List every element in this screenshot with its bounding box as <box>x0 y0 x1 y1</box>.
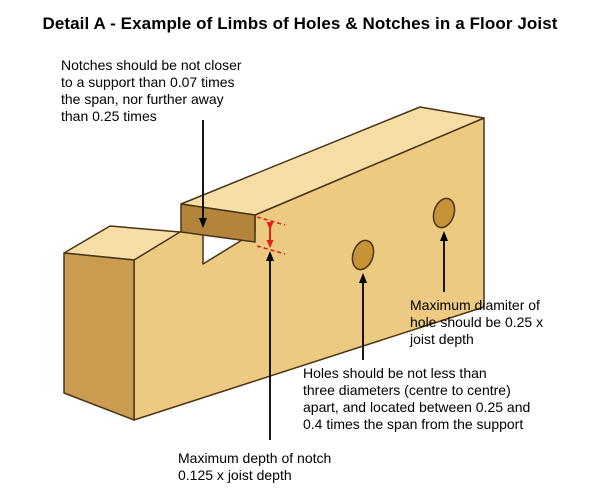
diagram-title: Detail A - Example of Limbs of Holes & N… <box>42 14 558 33</box>
note-hole-spacing: Holes should be not less than three diam… <box>303 365 531 432</box>
note-notch-position: Notches should be not closer to a suppor… <box>61 57 242 124</box>
notch-depth-marker <box>256 216 286 255</box>
joist-end-face <box>63 252 135 421</box>
joist-body <box>63 106 485 421</box>
note-hole-diameter: Maximum diamiter of hole should be 0.25 … <box>410 297 544 347</box>
note-notch-depth: Maximum depth of notch 0.125 x joist dep… <box>178 450 332 483</box>
notch-wall-face <box>180 203 256 243</box>
joist-hole <box>432 197 456 229</box>
joist-hole <box>351 239 375 271</box>
